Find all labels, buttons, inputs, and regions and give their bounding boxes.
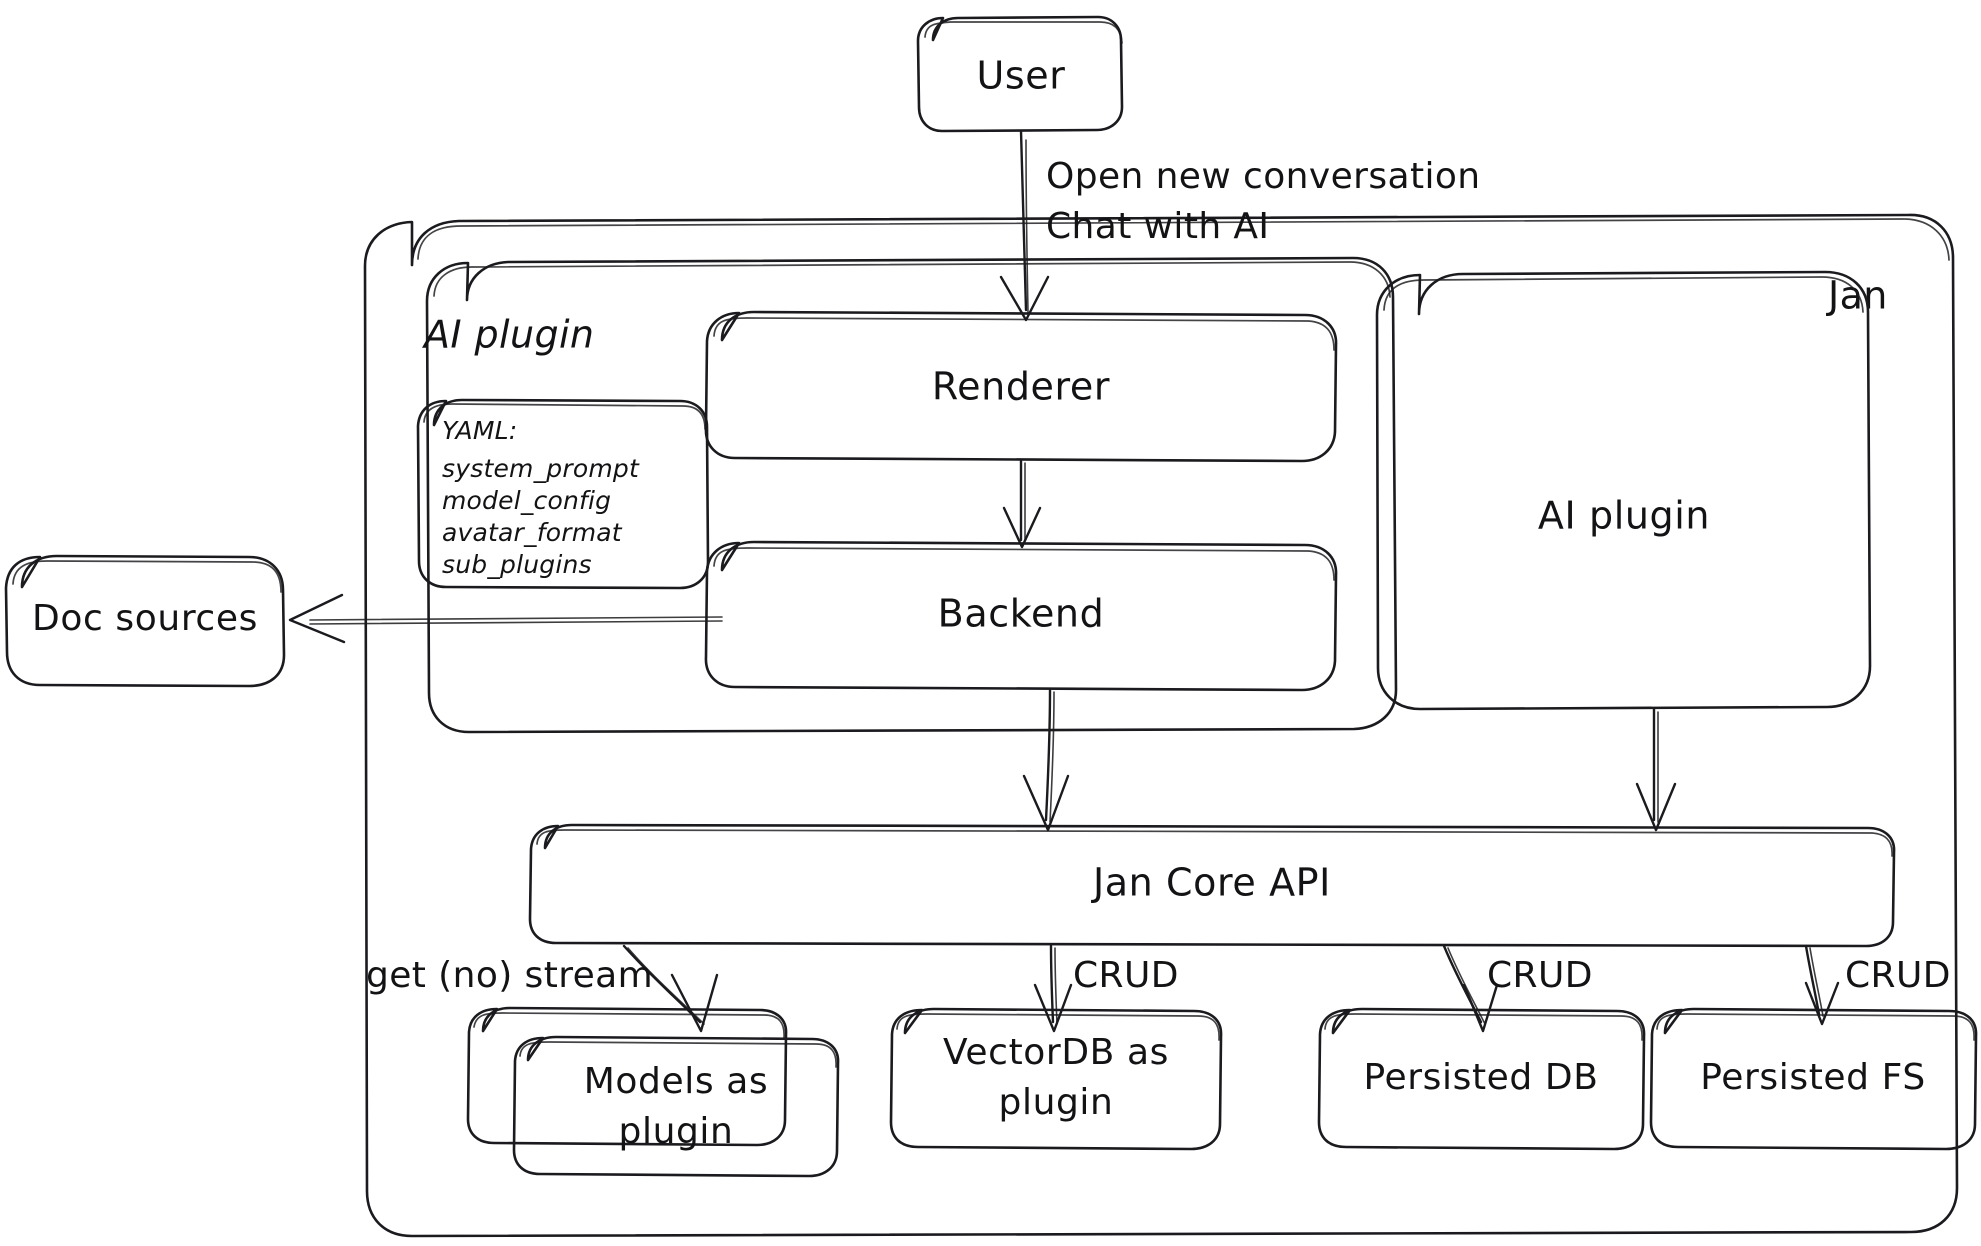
edge-backend-to-core-api <box>1022 688 1070 832</box>
node-models-as-plugin-label-line2: plugin <box>619 1111 734 1152</box>
edge-user-to-renderer: Open new conversation Chat with AI <box>999 129 1481 322</box>
node-ai-plugin[interactable]: AI plugin <box>1375 270 1872 711</box>
edge-core-api-to-vectordb-label: CRUD <box>1073 955 1179 996</box>
edge-core-api-to-models-label: get (no) stream <box>366 955 653 996</box>
node-backend-label: Backend <box>938 592 1105 636</box>
card-yaml-config[interactable]: YAML: system_prompt model_config avatar_… <box>416 398 710 590</box>
yaml-line-0: YAML: <box>442 416 517 445</box>
node-models-as-plugin[interactable]: Models as plugin <box>466 1006 840 1178</box>
node-vectordb-as-plugin[interactable]: VectorDB as plugin <box>889 1007 1223 1151</box>
node-user-label: User <box>976 54 1065 98</box>
edge-user-to-renderer-label-line1: Open new conversation <box>1046 156 1481 197</box>
node-vectordb-as-plugin-label-line1: VectorDB as <box>943 1032 1169 1073</box>
node-user[interactable]: User <box>916 15 1124 133</box>
edge-backend-to-doc-sources <box>288 593 723 644</box>
yaml-line-1: system_prompt <box>442 454 640 483</box>
edge-core-api-to-persisted-db-label: CRUD <box>1487 955 1593 996</box>
node-jan-core-api-label: Jan Core API <box>1091 861 1331 905</box>
node-backend[interactable]: Backend <box>704 540 1338 692</box>
yaml-line-4: sub_plugins <box>442 550 592 579</box>
edge-ai-plugin-to-core-api <box>1635 707 1677 832</box>
edge-core-api-to-persisted-db: CRUD <box>1442 944 1593 1033</box>
node-doc-sources-label: Doc sources <box>32 598 258 639</box>
edge-renderer-to-backend <box>1002 459 1042 549</box>
edge-core-api-to-persisted-fs: CRUD <box>1804 944 1951 1026</box>
yaml-line-2: model_config <box>442 486 611 515</box>
yaml-line-3: avatar_format <box>442 518 623 547</box>
node-jan-core-api[interactable]: Jan Core API <box>528 823 1896 948</box>
node-vectordb-as-plugin-label-line2: plugin <box>999 1082 1114 1123</box>
container-ai-plugin-group[interactable]: AI plugin <box>421 256 1398 734</box>
node-renderer-label: Renderer <box>932 365 1110 409</box>
node-renderer[interactable]: Renderer <box>704 310 1338 463</box>
edge-core-api-to-persisted-fs-label: CRUD <box>1845 955 1951 996</box>
edge-core-api-to-vectordb: CRUD <box>1033 944 1179 1033</box>
node-persisted-db[interactable]: Persisted DB <box>1317 1007 1646 1151</box>
node-persisted-fs[interactable]: Persisted FS <box>1649 1007 1978 1151</box>
edge-core-api-to-models: get (no) stream <box>366 944 719 1033</box>
container-jan[interactable]: Jan <box>363 213 1959 1238</box>
node-ai-plugin-label: AI plugin <box>1538 494 1710 538</box>
node-persisted-db-label: Persisted DB <box>1363 1057 1598 1098</box>
container-ai-plugin-group-label: AI plugin <box>421 313 594 357</box>
node-models-as-plugin-label-line1: Models as <box>584 1061 769 1102</box>
container-jan-label: Jan <box>1826 274 1888 318</box>
node-doc-sources[interactable]: Doc sources <box>4 554 286 688</box>
edge-user-to-renderer-label-line2: Chat with AI <box>1046 206 1269 247</box>
node-persisted-fs-label: Persisted FS <box>1700 1057 1926 1098</box>
